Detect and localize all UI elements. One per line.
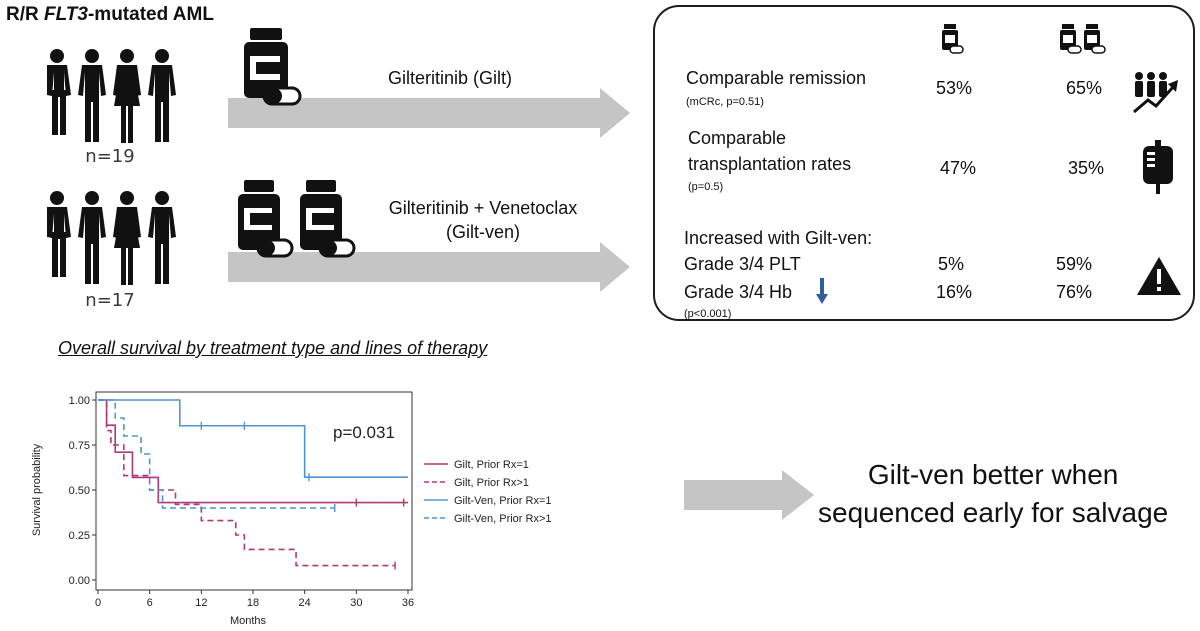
km-title: Overall survival by treatment type and l…	[58, 338, 488, 358]
y-tick-label: 1.00	[69, 395, 90, 407]
y-tick-label: 0.00	[69, 575, 90, 587]
arm2-treatment-line1: Gilteritinib + Venetoclax	[388, 198, 578, 218]
increased-heading: Increased with Gilt-ven:	[684, 228, 873, 248]
conclusion-line1: Gilt-ven better when	[867, 459, 1119, 490]
y-tick-label: 0.25	[69, 530, 90, 542]
arm1-treatment: Gilteritinib (Gilt)	[387, 68, 512, 88]
km-series-line-3	[98, 399, 335, 509]
conclusion-arrow	[684, 470, 814, 520]
summary-panel	[653, 5, 1195, 321]
toxicity-note: (p<0.001)	[684, 308, 732, 320]
legend-label: Gilt, Prior Rx>1	[454, 477, 529, 489]
x-tick-label: 36	[402, 597, 414, 609]
transplant-note: (p=0.5)	[688, 181, 724, 193]
down-arrow-icon	[816, 278, 828, 304]
x-tick-label: 18	[247, 597, 259, 609]
patients-group-icon	[47, 49, 176, 143]
km-chart: 0 6 12 18 24 30 36 0.00 0.25 0.50 0.75 1.00 Gilt, P…	[28, 382, 588, 627]
conclusion-text: Gilt-ven better when sequenced early for…	[818, 456, 1168, 532]
page-title: R/R FLT3-mutated AML	[6, 4, 214, 25]
single-pill-bottle-icon	[942, 24, 964, 54]
transplant-label-line1: Comparable	[688, 128, 787, 148]
patients-group-icon	[47, 191, 176, 285]
arm2-n-label: n=17	[85, 290, 135, 311]
x-tick-label: 12	[195, 597, 207, 609]
blood-bag-icon	[1143, 140, 1173, 194]
p-value-annotation: p=0.031	[333, 423, 395, 442]
remission-note: (mCRc, p=0.51)	[686, 96, 764, 108]
legend-label: Gilt, Prior Rx=1	[454, 459, 529, 471]
remission-label: Comparable remission	[686, 68, 867, 88]
y-axis-label: Survival probability	[31, 443, 43, 536]
transplant-label-line2: transplantation rates	[688, 154, 852, 174]
km-series-line-1	[98, 399, 396, 567]
remission-gilt-value: 53%	[936, 78, 973, 98]
hb-giltven-value: 76%	[1056, 282, 1093, 302]
hb-gilt-value: 16%	[936, 282, 973, 302]
plot-frame	[95, 391, 413, 591]
plt-giltven-value: 59%	[1056, 254, 1093, 274]
legend-label: Gilt-Ven, Prior Rx=1	[454, 495, 552, 507]
double-pill-bottle-icon	[1060, 24, 1106, 54]
y-tick-label: 0.75	[69, 440, 90, 452]
x-tick-label: 0	[95, 597, 101, 609]
hb-label: Grade 3/4 Hb	[684, 282, 793, 302]
x-tick-label: 30	[350, 597, 362, 609]
legend-label: Gilt-Ven, Prior Rx>1	[454, 513, 552, 525]
x-axis-label: Months	[230, 615, 267, 627]
x-tick-label: 6	[147, 597, 153, 609]
pill-bottle-icon	[244, 28, 302, 106]
transplant-gilt-value: 47%	[940, 158, 977, 178]
arm2-treatment-line2: (Gilt-ven)	[445, 222, 520, 242]
remission-giltven-value: 65%	[1066, 78, 1103, 98]
x-tick-label: 24	[299, 597, 311, 609]
arm1-n-label: n=19	[85, 146, 135, 167]
people-growth-icon	[1133, 72, 1178, 114]
km-series-line-2	[98, 399, 408, 479]
warning-icon	[1137, 257, 1181, 295]
y-tick-label: 0.50	[69, 485, 90, 497]
conclusion-line2: sequenced early for salvage	[818, 497, 1169, 528]
arm1-arrow	[228, 88, 630, 138]
plt-gilt-value: 5%	[938, 254, 965, 274]
two-pill-bottles-icon	[238, 180, 356, 258]
transplant-giltven-value: 35%	[1068, 158, 1105, 178]
plt-label: Grade 3/4 PLT	[684, 254, 801, 274]
